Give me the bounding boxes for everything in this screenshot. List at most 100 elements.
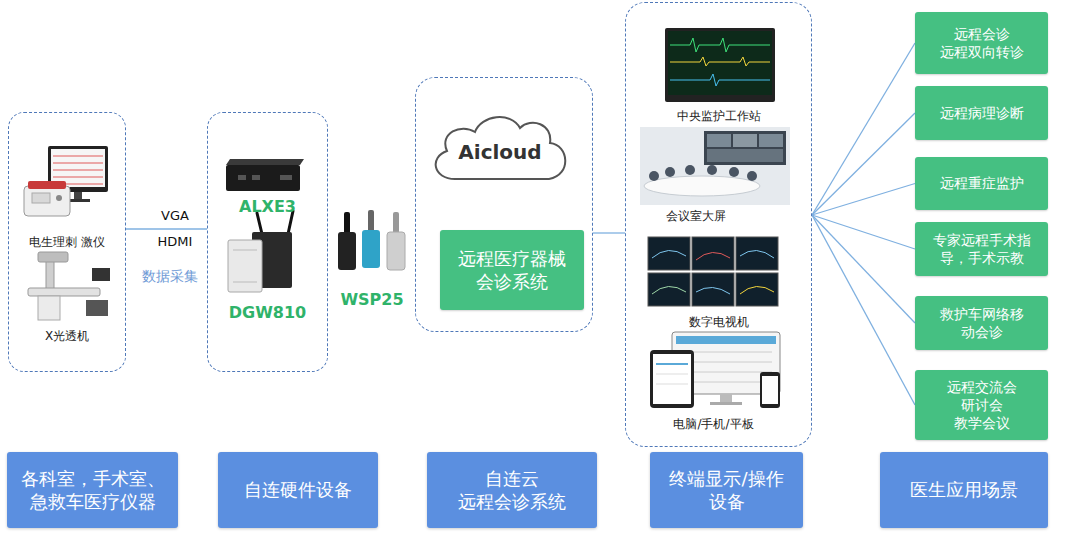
electro-device-picture xyxy=(24,186,70,216)
tv-wall-picture xyxy=(692,237,734,270)
caption: 电生理刺 激仪 xyxy=(9,234,125,251)
conference-room-picture xyxy=(707,134,731,147)
signal-label: VGA xyxy=(135,208,215,223)
tv-wall-picture xyxy=(736,237,778,270)
category-box: 医生应用场景 xyxy=(880,452,1048,528)
devices-picture xyxy=(760,372,780,408)
electro-device-picture xyxy=(53,163,103,164)
caption: 电脑/手机/平板 xyxy=(626,416,801,433)
connector xyxy=(812,43,915,215)
terminal-group: 中央监护工作站会议室大屏数字电视机电脑/手机/平板 xyxy=(625,2,812,447)
tv-wall-picture xyxy=(736,273,778,306)
devices-picture xyxy=(653,354,691,404)
conference-room-picture xyxy=(733,134,757,147)
caption: X光透机 xyxy=(9,328,125,345)
dgw810-picture xyxy=(233,282,257,283)
cloud-outline-path xyxy=(436,117,566,179)
xray-machine-picture xyxy=(38,296,60,320)
scene-box: 专家远程手术指 导，手术示教 xyxy=(915,222,1048,276)
wsp25-picture xyxy=(387,232,405,270)
alxe3-picture xyxy=(226,159,304,165)
conference-room-picture xyxy=(649,171,659,181)
device-label: WSP25 xyxy=(332,290,412,309)
xray-machine-picture xyxy=(38,252,68,262)
devices-picture xyxy=(680,352,772,353)
monitor-screen-picture xyxy=(668,31,772,95)
connector xyxy=(812,215,915,323)
conference-room-picture xyxy=(729,167,739,177)
conference-room-picture xyxy=(759,134,783,147)
tv-wall-picture xyxy=(692,273,734,306)
connector xyxy=(812,113,915,215)
caption: 数字电视机 xyxy=(626,314,811,331)
conference-room-picture xyxy=(640,127,790,205)
monitor-screen-picture xyxy=(670,74,770,86)
monitor-screen-picture xyxy=(670,38,770,52)
caption: 会议室大屏 xyxy=(656,208,736,225)
conference-room-picture xyxy=(707,165,717,175)
devices-picture xyxy=(676,336,776,344)
box-label: 自连硬件设备 xyxy=(244,478,352,501)
tv-wall-picture xyxy=(740,286,774,294)
conference-room-picture xyxy=(704,131,786,165)
caption: 中央监护工作站 xyxy=(626,108,811,125)
wsp25-picture xyxy=(393,212,399,234)
conference-room-picture xyxy=(685,165,695,175)
scene-box: 救护车网络移 动会诊 xyxy=(915,296,1048,350)
alxe3-picture xyxy=(226,165,300,191)
caption: DGW810 xyxy=(208,303,327,322)
signal-label: 数据采集 xyxy=(125,268,215,286)
signal-label: HDMI xyxy=(135,234,215,249)
electro-device-picture xyxy=(32,193,50,203)
box-label: 远程重症监护 xyxy=(940,174,1024,192)
box-label: 终端显示/操作 设备 xyxy=(662,467,791,514)
connector xyxy=(812,184,915,216)
electro-device-picture xyxy=(53,177,103,178)
caption: ALXE3 xyxy=(208,197,327,216)
devices-picture xyxy=(656,363,688,365)
conference-room-picture xyxy=(644,176,760,196)
alxe3-picture xyxy=(252,175,260,180)
box-label: 专家远程手术指 导，手术示教 xyxy=(930,231,1033,267)
wsp25-picture xyxy=(344,212,350,234)
box-label: 救护车网络移 动会诊 xyxy=(937,305,1026,341)
device-group: 电生理刺 激仪 X光透机 xyxy=(8,112,126,372)
dgw810-picture xyxy=(228,211,293,292)
monitor-screen-picture xyxy=(670,57,770,66)
cloud-shape: Aicloud xyxy=(425,107,575,189)
wsp25-picture xyxy=(338,232,356,270)
box-label: 自连云 远程会诊系统 xyxy=(439,467,585,514)
devices-picture xyxy=(656,384,688,385)
cloud-label: Aicloud xyxy=(458,140,541,164)
box-label: 远程病理诊断 xyxy=(940,104,1024,122)
conference-room-picture xyxy=(665,167,675,177)
scene-box: 远程交流会 研讨会 教学会议 xyxy=(915,370,1048,440)
hardware-group: ALXE3DGW810 xyxy=(207,112,328,372)
scene-box: 远程重症监护 xyxy=(915,157,1048,210)
connector xyxy=(812,215,915,405)
tv-wall-picture xyxy=(652,250,686,258)
xray-machine-picture xyxy=(92,268,110,281)
xray-machine-picture xyxy=(28,288,100,296)
devices-picture xyxy=(720,394,732,402)
tv-wall-picture xyxy=(652,286,686,294)
tv-wall-picture xyxy=(648,237,778,306)
tv-wall-picture xyxy=(648,237,690,270)
monitor-screen-picture xyxy=(665,28,775,102)
electro-device-picture xyxy=(56,195,62,201)
devices-picture xyxy=(656,374,688,375)
xray-machine-picture xyxy=(86,300,108,316)
alxe3-picture xyxy=(238,175,246,180)
wsp25-picture xyxy=(362,230,380,268)
conference-room-picture xyxy=(747,171,757,181)
electro-device-picture xyxy=(53,170,103,171)
connector xyxy=(126,228,207,229)
monitor-screen-picture xyxy=(665,28,775,102)
conference-room-picture xyxy=(707,149,783,162)
box-label: 医生应用场景 xyxy=(910,478,1018,501)
wsp25-picture xyxy=(368,210,374,232)
connector xyxy=(593,232,625,233)
system-box: 远程医疗器械 会诊系统 xyxy=(440,230,584,310)
category-box: 各科室，手术室、 急救车医疗仪器 xyxy=(7,452,178,528)
